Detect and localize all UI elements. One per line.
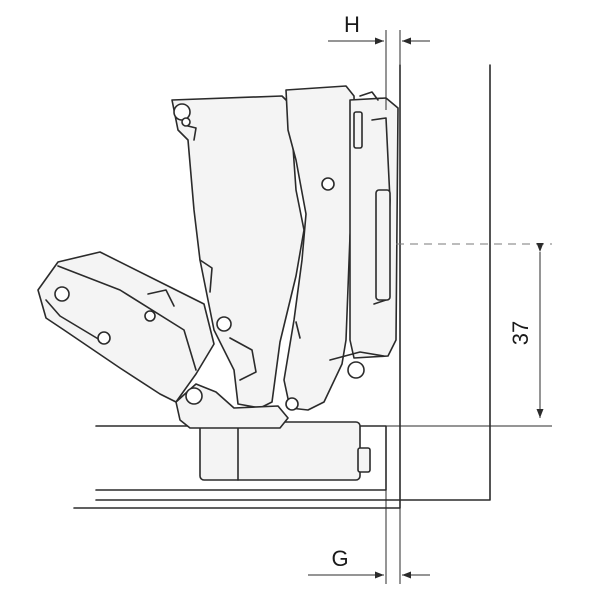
mounting-plate (199, 421, 371, 481)
hinge-cup-housing (283, 85, 357, 411)
pivot-linkage (175, 316, 289, 429)
base-plate (329, 91, 399, 379)
dimension-h: H (328, 12, 430, 110)
dimension-g: G (308, 490, 430, 584)
dimension-37-label: 37 (508, 321, 533, 345)
hinge-lever (37, 251, 215, 403)
dimension-37: 37 (508, 243, 544, 418)
hinge-arm (171, 95, 305, 409)
overlay-label: H (344, 12, 360, 37)
gap-label: G (331, 546, 348, 571)
